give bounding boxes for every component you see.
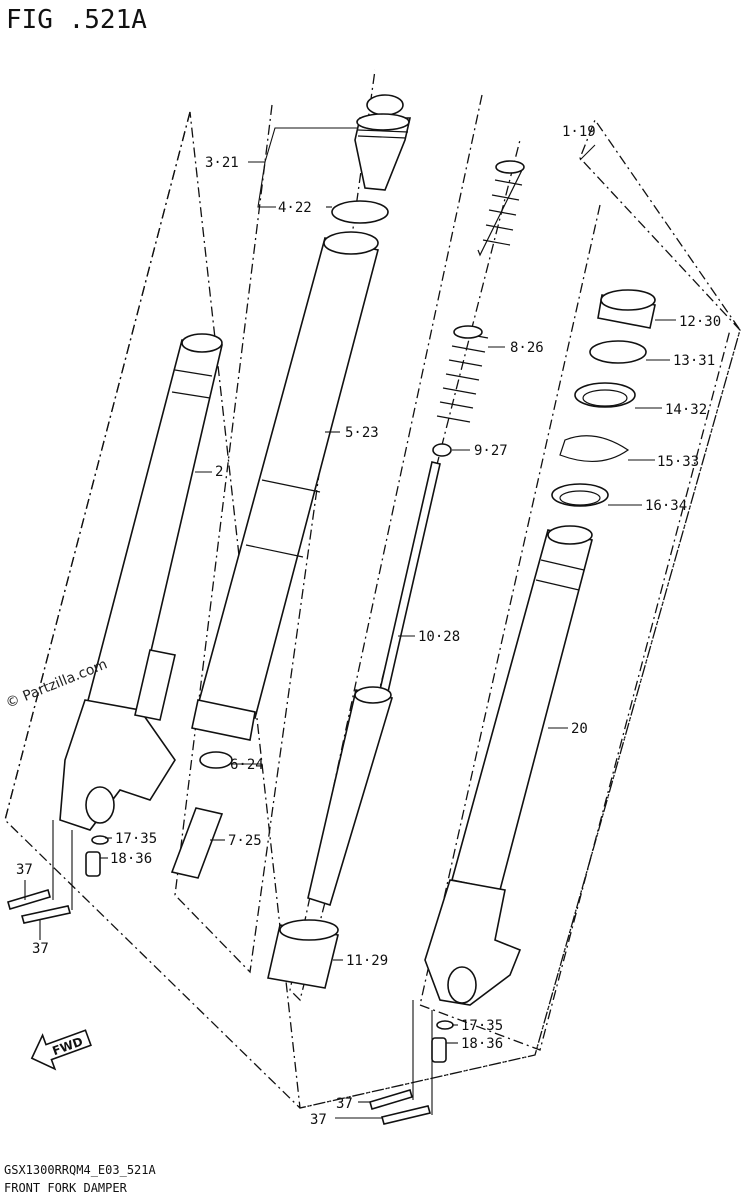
callout-11-29: 11·29 — [346, 953, 388, 969]
inner-boundary-panel-1 — [174, 69, 376, 974]
o-ring — [331, 200, 389, 224]
axle-bolt-b-left — [20, 905, 72, 924]
washer-right — [436, 1020, 454, 1030]
callout-16-34: 16·34 — [645, 498, 687, 514]
callout-3-21: 3·21 — [205, 155, 239, 171]
fork-collar — [267, 919, 339, 989]
inner-boundary-panel-2 — [289, 94, 521, 1002]
callout-6-24: 6·24 — [230, 757, 264, 773]
axle-bolt-a-left — [7, 889, 51, 910]
callout-37-a: 37 — [16, 862, 33, 878]
callout-7-25: 7·25 — [228, 833, 262, 849]
inner-boundary-panel-3 — [419, 204, 731, 1051]
seal-stack — [551, 289, 656, 507]
callout-20: 20 — [571, 721, 588, 737]
oil-lock-piece — [170, 807, 224, 879]
callout-5-23: 5·23 — [345, 425, 379, 441]
slide-bushing — [199, 751, 233, 769]
inner-boundary-left — [4, 111, 191, 821]
callout-37-b: 37 — [32, 941, 49, 957]
callout-37-d: 37 — [310, 1112, 327, 1128]
callout-8-26: 8·26 — [510, 340, 544, 356]
assembly-boundary — [4, 111, 741, 1109]
callout-13-31: 13·31 — [673, 353, 715, 369]
outer-tube-right — [424, 525, 593, 1006]
washer-left — [91, 835, 109, 845]
leader-lines — [24, 127, 676, 1119]
fork-cap — [354, 94, 412, 191]
fwd-arrow-icon: FWD — [30, 1029, 92, 1071]
damper-rod — [307, 461, 441, 907]
callout-17-35-left: 17·35 — [115, 831, 157, 847]
figure-name: FRONT FORK DAMPER — [4, 1181, 128, 1195]
fwd-label: FWD — [50, 1034, 84, 1058]
outer-tube-left — [59, 333, 223, 831]
fork-springs — [436, 160, 525, 423]
callout-2: 2 — [215, 464, 223, 480]
callout-10-28: 10·28 — [418, 629, 460, 645]
drain-bolt-left — [85, 851, 101, 877]
callout-15-33: 15·33 — [657, 454, 699, 470]
lock-nut — [432, 443, 452, 457]
callout-18-36-right: 18·36 — [461, 1036, 503, 1052]
figure-title: FIG .521A — [6, 5, 147, 35]
callout-14-32: 14·32 — [665, 402, 707, 418]
figure-code: GSX1300RRQM4_E03_521A — [4, 1163, 156, 1177]
callout-4-22: 4·22 — [278, 200, 312, 216]
callout-18-36-left: 18·36 — [110, 851, 152, 867]
callout-1-19: 1·19 — [562, 124, 596, 140]
axle-bolt-a-right — [369, 1089, 413, 1110]
callout-9-27: 9·27 — [474, 443, 508, 459]
axle-bolt-b-right — [381, 1105, 431, 1125]
drain-bolt-right — [431, 1037, 447, 1063]
callout-37-c: 37 — [336, 1096, 353, 1112]
inner-tube — [191, 231, 379, 741]
callout-17-35-right: 17·35 — [461, 1018, 503, 1034]
callout-12-30: 12·30 — [679, 314, 721, 330]
